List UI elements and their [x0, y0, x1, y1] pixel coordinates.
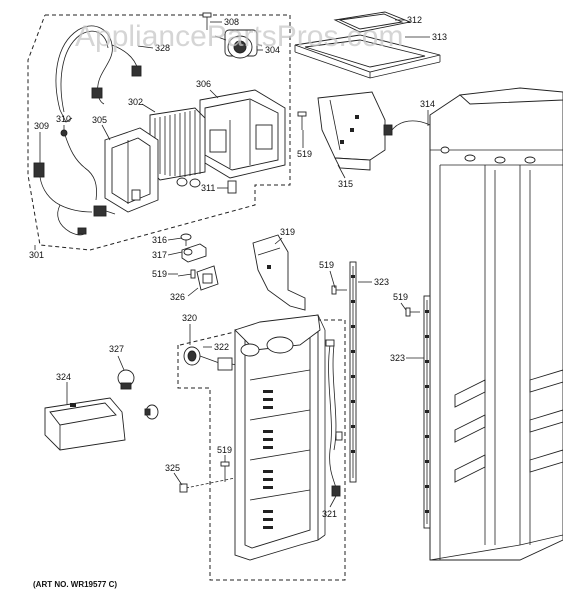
- screw-519-d: [405, 307, 420, 317]
- rail-323-a: [349, 261, 357, 483]
- label-328: 328: [155, 43, 170, 53]
- label-308: 308: [224, 17, 239, 27]
- label-317: 317: [152, 250, 167, 260]
- label-305: 305: [92, 115, 107, 125]
- sensor-311: [227, 180, 237, 194]
- bracket-315: [317, 91, 386, 171]
- screw-308: [202, 12, 212, 30]
- wire-321: [325, 339, 343, 497]
- refrigerator-cabinet: [429, 87, 563, 561]
- label-306: 306: [196, 79, 211, 89]
- assembly-301-dashed-border: [27, 14, 291, 251]
- evaporator-302: [149, 107, 206, 188]
- label-320: 320: [182, 313, 197, 323]
- label-519-c: 519: [319, 260, 334, 270]
- screw-519-a: [297, 111, 307, 130]
- label-519-b: 519: [152, 269, 167, 279]
- label-309: 309: [34, 121, 49, 131]
- label-519-d: 519: [393, 292, 408, 302]
- connector-309: [33, 162, 116, 236]
- fan-motor-304: [214, 29, 263, 59]
- wire-harness-328: [55, 25, 142, 123]
- label-519-e: 519: [217, 445, 232, 455]
- label-302: 302: [128, 97, 143, 107]
- light-shield-319: [252, 234, 306, 311]
- label-301: 301: [29, 250, 44, 260]
- label-314: 314: [420, 99, 435, 109]
- cover-312: [333, 11, 412, 33]
- label-323-b: 323: [390, 353, 405, 363]
- art-number: (ART NO. WR19577 C): [33, 580, 117, 589]
- bulb-327: [117, 369, 135, 390]
- cam-317: [181, 243, 207, 263]
- lens-324: [44, 397, 126, 451]
- label-322: 322: [214, 342, 229, 352]
- label-311: 311: [201, 183, 215, 193]
- housing-306: [199, 89, 286, 179]
- label-315: 315: [338, 179, 353, 189]
- label-323-a: 323: [374, 277, 389, 287]
- screw-325: [179, 477, 236, 493]
- watermark: AppliancePartsPros.com: [75, 20, 403, 53]
- label-321: 321: [322, 509, 337, 519]
- bracket-305: [104, 127, 159, 213]
- rail-323-b: [423, 295, 431, 529]
- label-324: 324: [56, 372, 71, 382]
- socket-322: [183, 346, 241, 371]
- label-304: 304: [265, 45, 280, 55]
- label-519-a: 519: [297, 149, 312, 159]
- label-313: 313: [432, 32, 447, 42]
- label-310: 310: [56, 114, 71, 124]
- wire-310: [60, 129, 97, 201]
- plate-326: [196, 265, 219, 291]
- leader-lines: [34, 19, 430, 508]
- label-326: 326: [170, 292, 185, 302]
- screw-519-c: [331, 285, 347, 295]
- light-housing-panel: [234, 314, 326, 561]
- label-319: 319: [280, 227, 295, 237]
- part-labels: 308 328 304 312 313 306 302 305 310 309 …: [29, 15, 447, 519]
- cover-313: [294, 34, 441, 79]
- screw-519-e: [220, 461, 230, 482]
- screw-519-b: [177, 269, 196, 279]
- label-316: 316: [152, 235, 167, 245]
- clip-316: [180, 233, 192, 246]
- label-327: 327: [109, 344, 124, 354]
- label-325: 325: [165, 463, 180, 473]
- label-312: 312: [407, 15, 422, 25]
- bulb: [144, 404, 159, 420]
